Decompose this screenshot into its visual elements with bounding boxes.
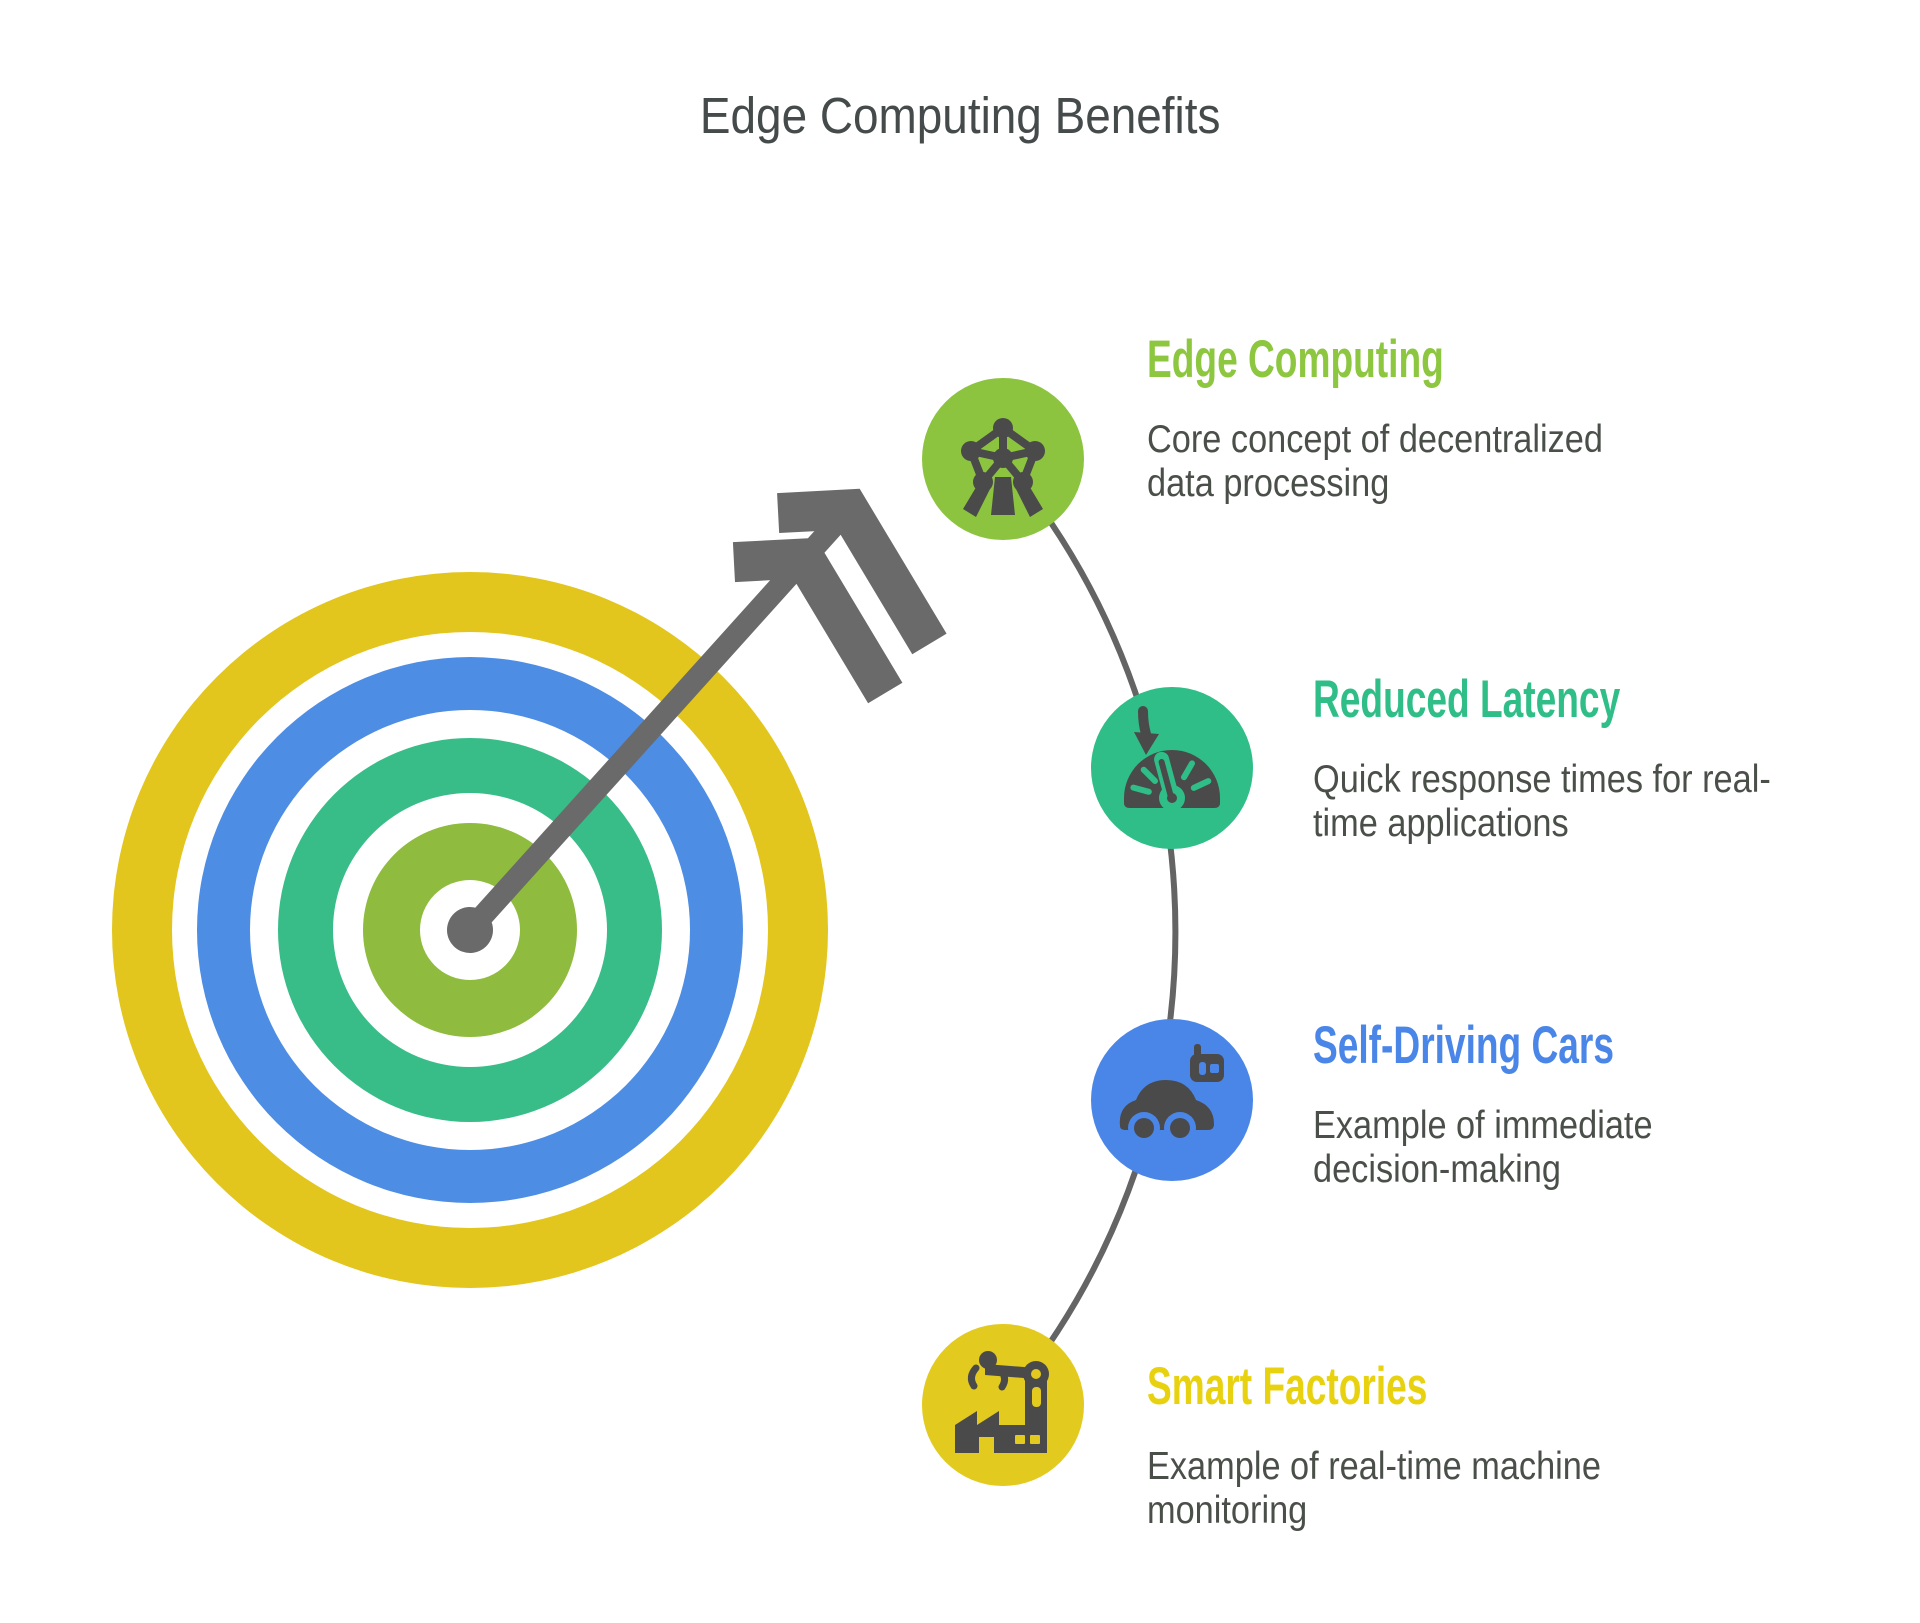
node-description-edge-computing: Core concept of decentralized data proce… xyxy=(1147,418,1665,506)
node-text-smart-factories: Smart Factories Example of real-time mac… xyxy=(1147,1357,1663,1533)
description-line: time applications xyxy=(1313,802,1569,845)
atomium-network-icon xyxy=(961,418,1045,517)
node-heading-reduced-latency: Reduced Latency xyxy=(1313,670,1833,729)
description-line: Quick response times for real- xyxy=(1313,758,1771,801)
description-line: Example of immediate xyxy=(1313,1104,1653,1147)
arrow-in-bullseye xyxy=(447,488,947,953)
description-line: monitoring xyxy=(1147,1489,1308,1532)
node-heading-text: Self-Driving Cars xyxy=(1313,1016,1615,1075)
arrow-fletching-front xyxy=(732,537,903,704)
speedometer-icon xyxy=(1124,706,1220,811)
description-line: Core concept of decentralized xyxy=(1147,418,1603,461)
page-title: Edge Computing Benefits xyxy=(0,88,1920,144)
description-line: decision-making xyxy=(1313,1148,1561,1191)
node-heading-smart-factories: Smart Factories xyxy=(1147,1357,1663,1416)
node-heading-self-driving-cars: Self-Driving Cars xyxy=(1313,1016,1743,1075)
node-heading-text: Edge Computing xyxy=(1147,330,1444,389)
node-smart-factories xyxy=(922,1324,1084,1486)
node-heading-text: Reduced Latency xyxy=(1313,670,1621,729)
description-line: data processing xyxy=(1147,462,1390,505)
node-circle-smart-factories xyxy=(922,1324,1084,1486)
self-driving-car-icon xyxy=(1119,1044,1224,1144)
node-description-self-driving-cars: Example of immediate decision-making xyxy=(1313,1104,1743,1192)
arrow-shaft xyxy=(460,493,865,939)
arrow-impact-dot xyxy=(447,907,493,953)
node-edge-computing xyxy=(922,378,1084,540)
page-title-text: Edge Computing Benefits xyxy=(699,87,1221,144)
node-text-self-driving-cars: Self-Driving Cars Example of immediate d… xyxy=(1313,1016,1743,1192)
node-description-reduced-latency: Quick response times for real- time appl… xyxy=(1313,758,1833,846)
node-self-driving-cars xyxy=(1091,1019,1253,1181)
node-heading-edge-computing: Edge Computing xyxy=(1147,330,1665,389)
node-text-reduced-latency: Reduced Latency Quick response times for… xyxy=(1313,670,1833,846)
node-reduced-latency xyxy=(1091,687,1253,849)
node-heading-text: Smart Factories xyxy=(1147,1357,1428,1416)
factory-robot-arm-icon xyxy=(955,1351,1049,1453)
node-description-smart-factories: Example of real-time machine monitoring xyxy=(1147,1445,1663,1533)
description-line: Example of real-time machine xyxy=(1147,1445,1601,1488)
connector-arc xyxy=(1000,457,1179,1407)
node-text-edge-computing: Edge Computing Core concept of decentral… xyxy=(1147,330,1665,506)
arrow-fletching-rear xyxy=(777,488,947,655)
